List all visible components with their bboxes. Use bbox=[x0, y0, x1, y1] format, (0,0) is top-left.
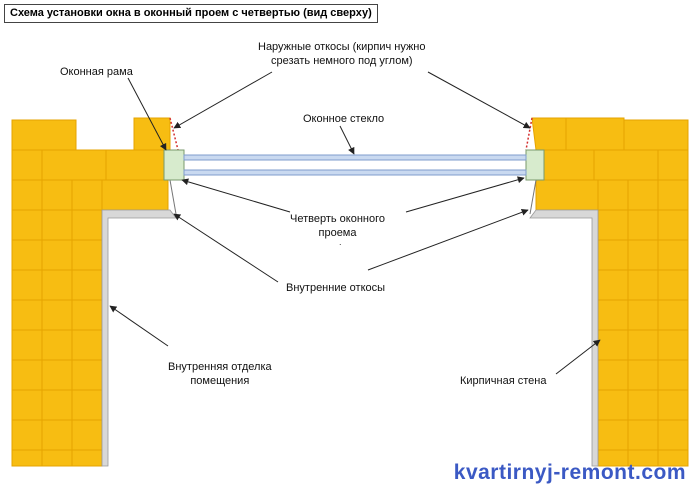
right-inner-finish bbox=[529, 209, 599, 467]
left-cut-line bbox=[169, 117, 179, 151]
right-window-frame bbox=[525, 149, 545, 181]
label-inner-finish-line2: помещения bbox=[190, 375, 250, 387]
svg-text:.: . bbox=[339, 237, 342, 247]
right-brick-wall bbox=[529, 117, 689, 467]
label-quarter-line1: Четверть оконного bbox=[290, 213, 385, 225]
annotation-arrows bbox=[109, 71, 601, 375]
label-inner-finish: Внутренняя отделка помещения bbox=[168, 360, 272, 388]
window-glass bbox=[183, 154, 527, 176]
label-glass-text: Оконное стекло bbox=[303, 113, 385, 125]
diagram-title: Схема установки окна в оконный проем с ч… bbox=[4, 4, 378, 23]
label-window-frame: Оконная рама bbox=[60, 65, 133, 79]
label-outer-slopes-line1: Наружные откосы (кирпич нужно bbox=[258, 41, 426, 53]
right-cut-line bbox=[525, 117, 533, 151]
label-quarter: Четверть оконного проема bbox=[290, 212, 385, 240]
label-inner-slopes-text: Внутренние откосы bbox=[286, 282, 386, 294]
site-watermark: kvartirnyj-remont.com bbox=[453, 461, 686, 484]
label-brick-wall-text: Кирпичная стена bbox=[460, 375, 547, 387]
label-quarter-line2: проема bbox=[318, 227, 357, 239]
label-inner-finish-line1: Внутренняя отделка bbox=[168, 361, 272, 373]
label-glass: Оконное стекло bbox=[303, 112, 384, 126]
left-brick-wall bbox=[11, 117, 177, 467]
label-window-frame-text: Оконная рама bbox=[60, 66, 133, 78]
left-window-frame bbox=[163, 149, 185, 181]
left-inner-finish bbox=[101, 209, 177, 467]
label-brick-wall: Кирпичная стена bbox=[460, 374, 546, 388]
label-outer-slopes: Наружные откосы (кирпич нужно срезать не… bbox=[258, 40, 426, 68]
label-outer-slopes-line2: срезать немного под углом) bbox=[270, 55, 413, 67]
label-inner-slopes: Внутренние откосы bbox=[286, 281, 385, 295]
